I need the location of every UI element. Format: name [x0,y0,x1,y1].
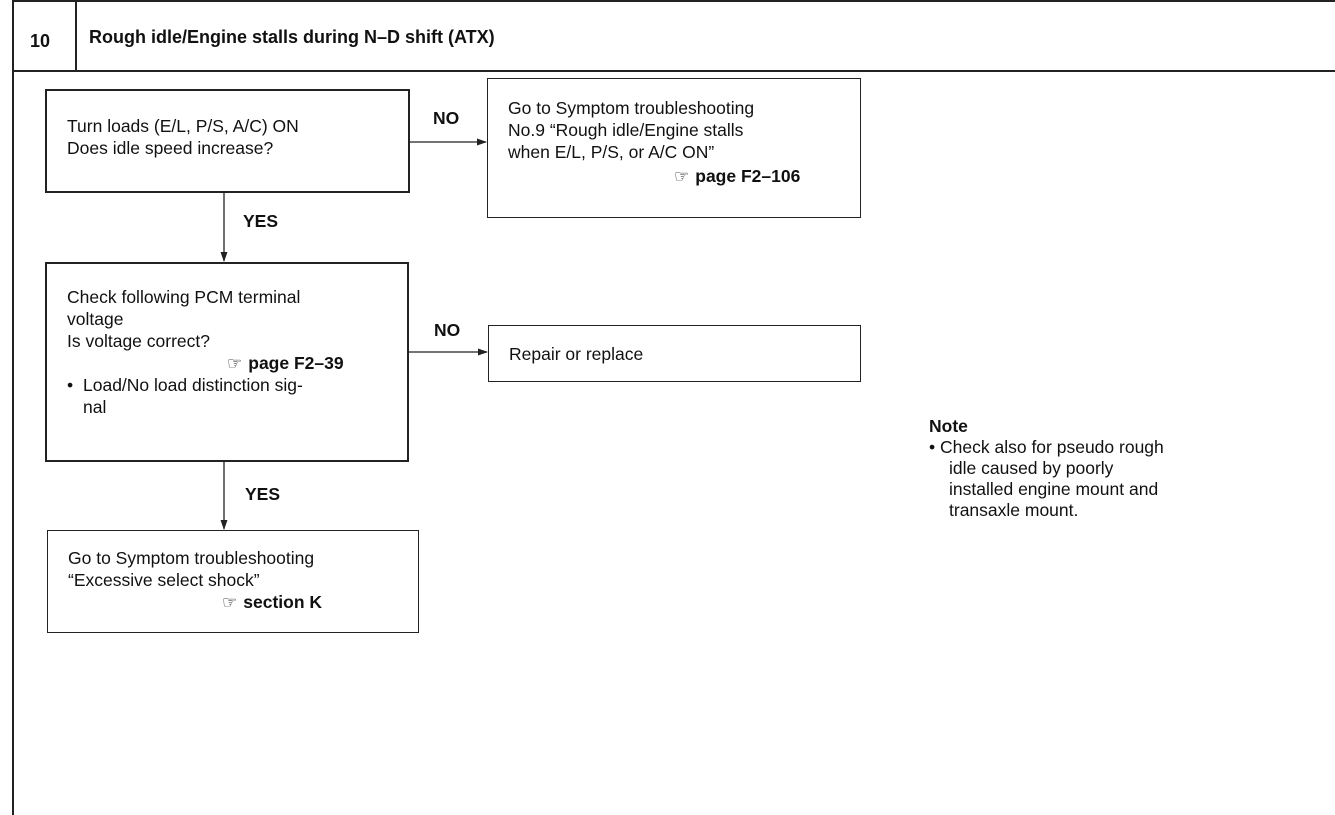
label-yes-1: YES [243,211,279,231]
step1-no-line-1: Go to Symptom troubleshooting [508,98,755,118]
step1-no-line-2: No.9 “Rough idle/Engine stalls [508,120,744,140]
step2-bullet-line-2: nal [83,397,107,417]
step1-no-box: Go to Symptom troubleshooting No.9 “Roug… [487,78,861,218]
note-line-3: installed engine mount and [949,479,1159,499]
step1-no-line-3: when E/L, P/S, or A/C ON” [508,142,715,162]
step2-no-box: Repair or replace [488,325,861,382]
step1-line-2: Does idle speed increase? [67,138,274,158]
step2-no-line-1: Repair or replace [509,344,644,364]
step1-no-ref: ☞ page F2–106 [674,165,800,188]
step3-ref: ☞ section K [222,591,322,614]
step2-ref: ☞ page F2–39 [227,352,344,375]
section-number: 10 [30,31,51,51]
step2-bullet: • [67,374,73,396]
step3-box: Go to Symptom troubleshooting “Excessive… [47,530,419,633]
note-line-2: idle caused by poorly [949,458,1114,478]
bullet-icon: • [67,375,74,395]
header-divider [12,70,1335,72]
page-frame [12,0,1335,815]
step2-ref-text: page F2–39 [248,353,344,373]
header-number-separator [75,2,77,70]
step1-line-1: Turn loads (E/L, P/S, A/C) ON [67,116,299,136]
step3-line-2: “Excessive select shock” [68,570,260,590]
step2-line-1: Check following PCM terminal [67,287,301,307]
page-ref-icon: ☞ [674,167,690,186]
note-line-1-row: • Check also for pseudo rough [929,437,1164,458]
section-title: Rough idle/Engine stalls during N–D shif… [89,27,495,47]
step3-line-1: Go to Symptom troubleshooting [68,548,315,568]
step3-ref-text: section K [243,592,323,612]
label-yes-2: YES [245,484,281,504]
page-ref-icon: ☞ [222,593,238,612]
step2-bullet-line-1: Load/No load distinction sig- [83,375,303,395]
step2-line-3: Is voltage correct? [67,331,210,351]
step1-no-ref-text: page F2–106 [695,166,801,186]
step1-box: Turn loads (E/L, P/S, A/C) ON Does idle … [45,89,410,193]
note-title: Note [929,416,968,436]
label-no-2: NO [434,320,461,340]
note-block: Note • Check also for pseudo rough idle … [929,416,1164,521]
note-bullet-icon: • [929,437,936,457]
note-line-4: transaxle mount. [949,500,1079,520]
label-no-1: NO [433,108,460,128]
step2-line-2: voltage [67,309,124,329]
step2-box: Check following PCM terminal voltage Is … [45,262,409,462]
page-ref-icon: ☞ [227,354,243,373]
note-line-1: Check also for pseudo rough [940,437,1164,457]
